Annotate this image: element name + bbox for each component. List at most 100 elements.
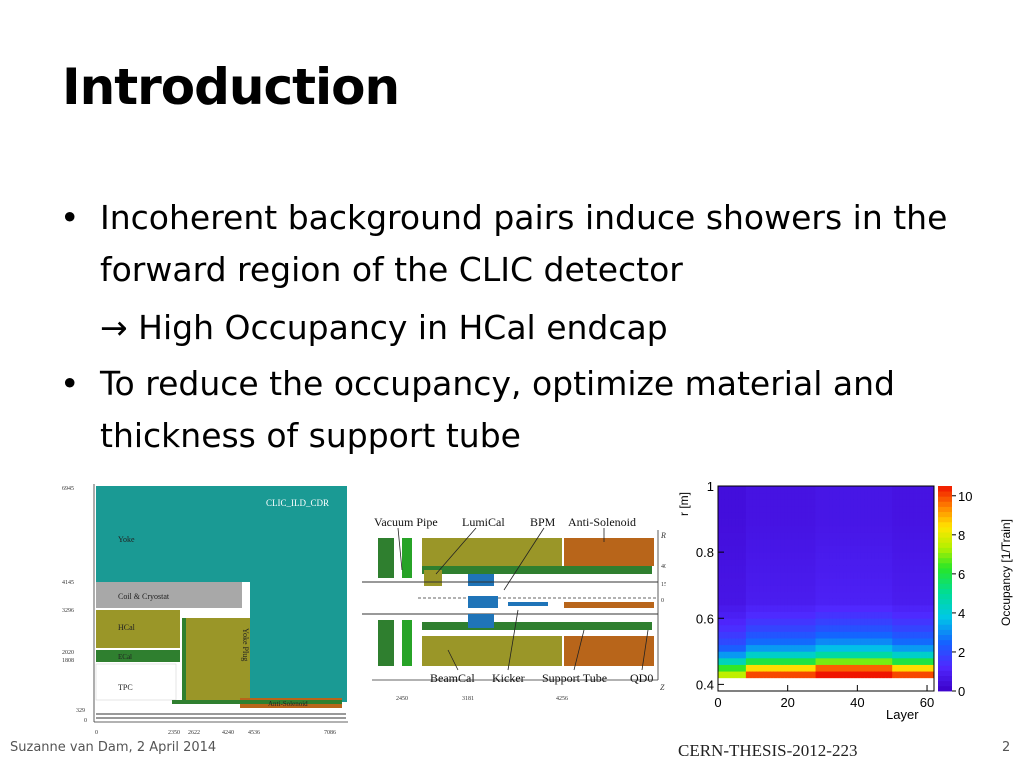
heatmap-cell <box>843 558 848 566</box>
heatmap-cell <box>916 486 921 494</box>
heatmap-cell <box>864 532 869 540</box>
heatmap-cell <box>749 657 754 665</box>
heatmap-cell <box>836 505 841 513</box>
heatmap-cell <box>731 605 736 613</box>
heatmap-cell <box>784 671 789 679</box>
heatmap-cell <box>808 631 813 639</box>
heatmap-cell <box>728 591 733 599</box>
heatmap-cell <box>895 644 900 652</box>
heatmap-cell <box>867 499 872 507</box>
detector-quarter-figure: CLIC_ILD_CDR Yoke Coil & Cryostat HCal E… <box>62 478 352 740</box>
heatmap-cell <box>721 552 726 560</box>
heatmap-cell <box>738 638 743 646</box>
component-label: QD0 <box>630 671 653 685</box>
heatmap-cell <box>780 605 785 613</box>
y-tick-label: 0.4 <box>696 677 714 692</box>
heatmap-cell <box>853 677 858 685</box>
heatmap-cell <box>906 525 911 533</box>
heatmap-cell <box>867 598 872 606</box>
heatmap-cell <box>871 512 876 520</box>
heatmap-cell <box>920 618 924 626</box>
heatmap-cell <box>721 638 726 646</box>
heatmap-cell <box>745 611 750 619</box>
heatmap-cell <box>794 644 799 652</box>
heatmap-cell <box>836 492 841 500</box>
heatmap-cell <box>871 677 876 685</box>
heatmap-cell <box>819 605 823 613</box>
heatmap-cell <box>826 565 830 573</box>
heatmap-cell <box>819 638 823 646</box>
heatmap-cell <box>822 638 827 646</box>
color-scale-step <box>938 562 952 569</box>
heatmap-cell <box>916 552 921 560</box>
heatmap-cell <box>906 618 911 626</box>
heatmap-cell <box>724 618 729 626</box>
heatmap-cell <box>763 571 768 579</box>
heatmap-cell <box>787 631 792 639</box>
heatmap-cell <box>850 677 855 685</box>
heatmap-cell <box>791 558 796 566</box>
heatmap-cell <box>798 657 803 665</box>
heatmap-cell <box>766 618 771 626</box>
heatmap-cell <box>773 505 778 513</box>
heatmap-cell <box>878 598 883 606</box>
heatmap-cell <box>745 499 750 507</box>
heatmap-cell <box>826 631 830 639</box>
heatmap-cell <box>874 585 879 593</box>
heatmap-cell <box>829 545 834 553</box>
heatmap-cell <box>801 631 806 639</box>
heatmap-cell <box>724 671 729 679</box>
heatmap-cell <box>822 664 827 672</box>
heatmap-cell <box>850 638 855 646</box>
heatmap-cell <box>742 638 747 646</box>
heatmap-cell <box>913 512 917 520</box>
heatmap-cell <box>787 519 792 527</box>
heatmap-cell <box>888 525 893 533</box>
heatmap-cell <box>916 538 921 546</box>
r-tick: 400 <box>661 564 668 570</box>
heatmap-cell <box>892 519 897 527</box>
heatmap-cell <box>920 486 924 494</box>
heatmap-cell <box>913 552 917 560</box>
heatmap-cell <box>763 492 768 500</box>
heatmap-cell <box>819 677 823 685</box>
heatmap-cell <box>843 499 848 507</box>
color-scale-step <box>938 685 952 692</box>
heatmap-cell <box>843 591 848 599</box>
heatmap-cell <box>731 684 736 692</box>
heatmap-cell <box>791 605 796 613</box>
heatmap-cell <box>853 525 858 533</box>
heatmap-cell <box>871 671 876 679</box>
heatmap-cell <box>773 618 778 626</box>
heatmap-cell <box>927 591 931 599</box>
heatmap-cell <box>770 558 775 566</box>
heatmap-cell <box>846 684 851 692</box>
heatmap-cell <box>805 512 809 520</box>
heatmap-cell <box>860 512 865 520</box>
heatmap-cell <box>829 558 834 566</box>
heatmap-cell <box>794 611 799 619</box>
heatmap-cell <box>780 552 785 560</box>
heatmap-cell <box>832 611 837 619</box>
heatmap-cell <box>822 657 827 665</box>
heatmap-cell <box>927 684 931 692</box>
heatmap-cell <box>860 525 865 533</box>
heatmap-cell <box>892 486 897 494</box>
heatmap-cell <box>749 532 754 540</box>
heatmap-cell <box>721 571 726 579</box>
heatmap-cell <box>738 624 743 632</box>
heatmap-cell <box>867 558 872 566</box>
heatmap-cell <box>927 631 931 639</box>
heatmap-cell <box>895 605 900 613</box>
heatmap-cell <box>766 571 771 579</box>
heatmap-cell <box>913 571 917 579</box>
heatmap-cell <box>850 598 855 606</box>
heatmap-cell <box>860 684 865 692</box>
heatmap-cell <box>763 486 768 494</box>
heatmap-cell <box>853 571 858 579</box>
heatmap-cell <box>846 525 851 533</box>
heatmap-cell <box>836 519 841 527</box>
color-scale-step <box>938 670 952 677</box>
heatmap-cell <box>874 486 879 494</box>
heatmap-cell <box>724 558 729 566</box>
